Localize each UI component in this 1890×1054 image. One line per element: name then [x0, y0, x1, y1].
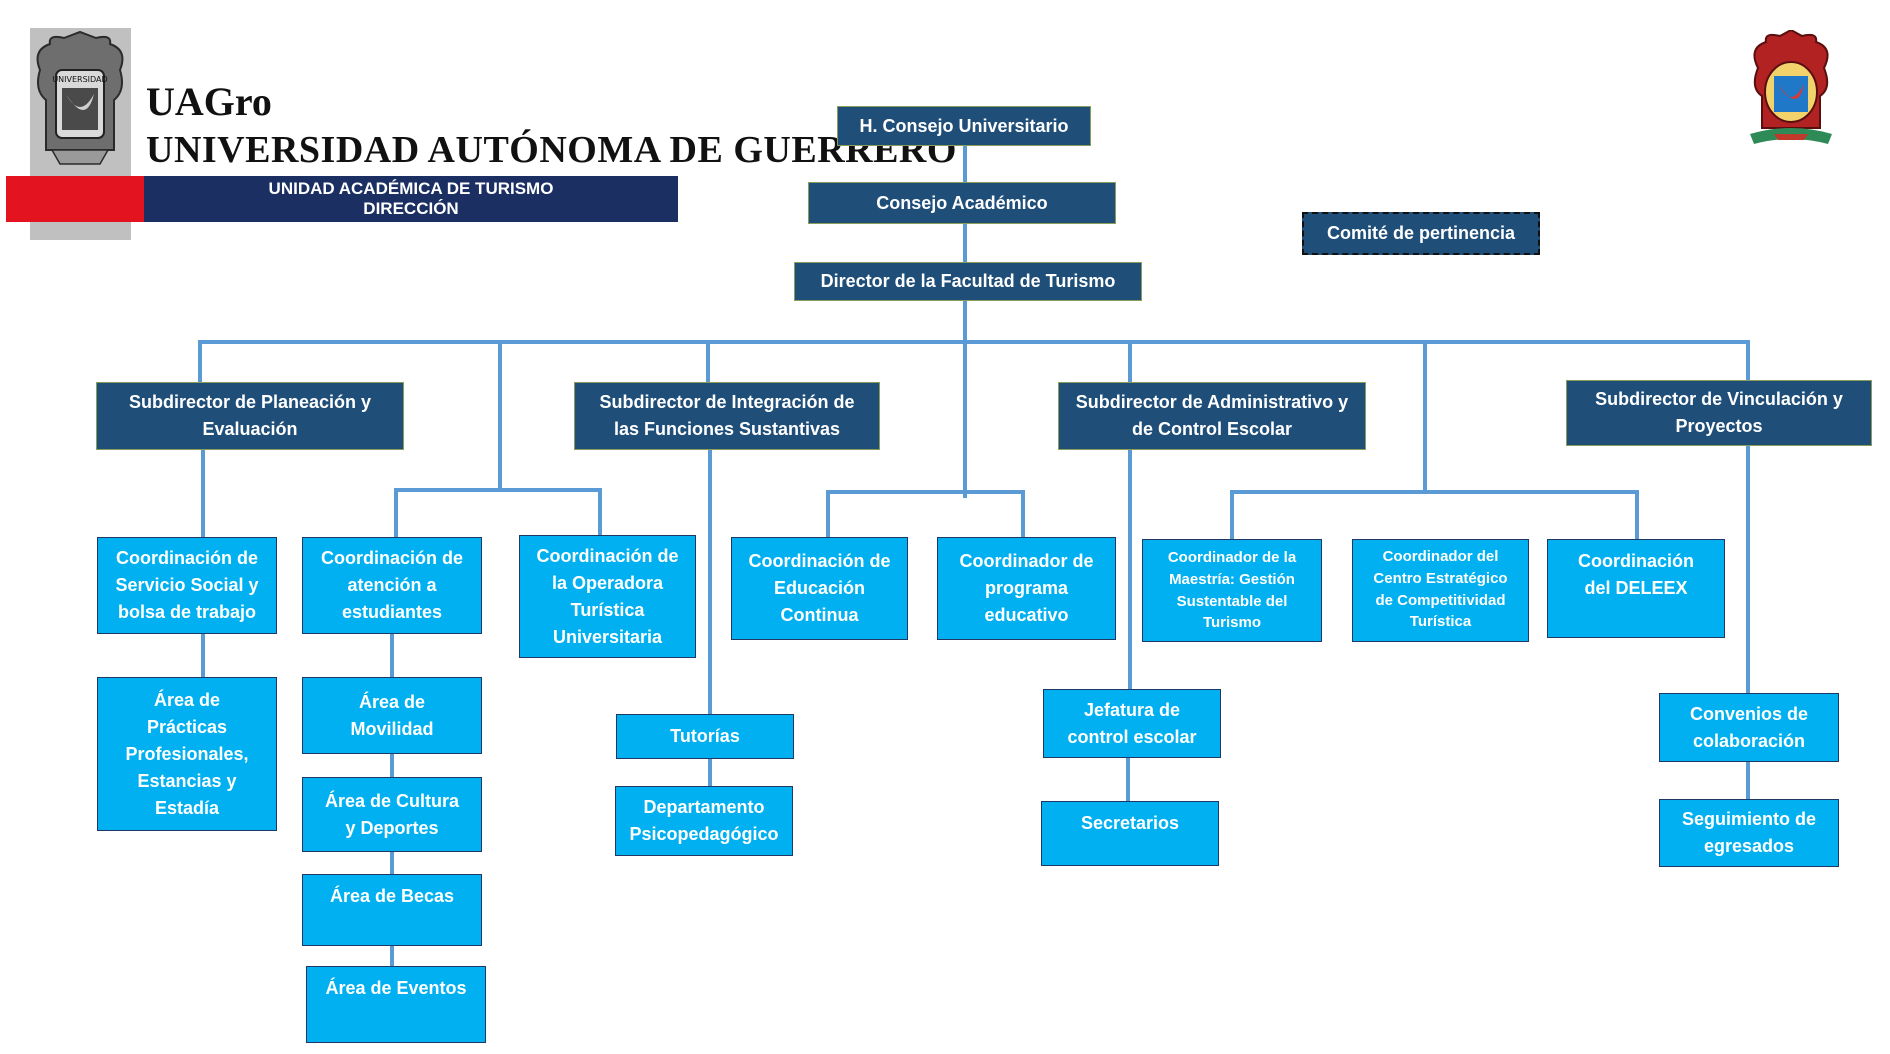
coord-atencion-box: Coordinación de atención a estudiantes: [302, 537, 482, 634]
area-tutorias-box: Tutorías: [616, 714, 794, 759]
comite-pertinencia-box: Comité de pertinencia: [1302, 212, 1540, 255]
subdirector-integracion-box: Subdirector de Integración de las Funcio…: [574, 382, 880, 450]
consejo-academico-box: Consejo Académico: [808, 182, 1116, 224]
coord-operadora-box: Coordinación de la Operadora Turística U…: [519, 535, 696, 658]
area-egresados-box: Seguimiento de egresados: [1659, 799, 1839, 867]
coord-deleex-box: Coordinación del DELEEX: [1547, 539, 1725, 638]
consejo-universitario-box: H. Consejo Universitario: [837, 106, 1091, 146]
unit-banner-line2: DIRECCIÓN: [363, 199, 459, 218]
university-seal-left: UNIVERSIDAD: [30, 30, 130, 170]
coord-centro-estrategico-box: Coordinador del Centro Estratégico de Co…: [1352, 539, 1529, 642]
subdirector-administrativo-box: Subdirector de Administrativo y de Contr…: [1058, 382, 1366, 450]
coord-educacion-continua-box: Coordinación de Educación Continua: [731, 537, 908, 640]
area-psicopedagogico-box: Departamento Psicopedagógico: [615, 786, 793, 856]
coord-programa-educativo-box: Coordinador de programa educativo: [937, 537, 1116, 640]
svg-text:UNIVERSIDAD: UNIVERSIDAD: [52, 75, 107, 84]
area-convenios-box: Convenios de colaboración: [1659, 693, 1839, 762]
university-seal-right: [1744, 28, 1838, 148]
area-practicas-box: Área de Prácticas Profesionales, Estanci…: [97, 677, 277, 831]
university-abbreviation: UAGro: [146, 79, 272, 124]
coord-maestria-box: Coordinador de la Maestría: Gestión Sust…: [1142, 539, 1322, 642]
coord-servicio-social-box: Coordinación de Servicio Social y bolsa …: [97, 537, 277, 634]
unit-banner-line1: UNIDAD ACADÉMICA DE TURISMO: [268, 179, 554, 199]
area-movilidad-box: Área de Movilidad: [302, 677, 482, 754]
subdirector-planeacion-box: Subdirector de Planeación y Evaluación: [96, 382, 404, 450]
subdirector-vinculacion-box: Subdirector de Vinculación y Proyectos: [1566, 380, 1872, 446]
area-cultura-box: Área de Cultura y Deportes: [302, 777, 482, 852]
area-eventos-box: Área de Eventos: [306, 966, 486, 1043]
director-box: Director de la Facultad de Turismo: [794, 262, 1142, 301]
area-secretarios-box: Secretarios: [1041, 801, 1219, 866]
university-name: UNIVERSIDAD AUTÓNOMA DE GUERRERO: [146, 129, 957, 171]
unit-banner: UNIDAD ACADÉMICA DE TURISMO DIRECCIÓN: [144, 176, 678, 222]
area-jefatura-box: Jefatura de control escolar: [1043, 689, 1221, 758]
red-stripe: [6, 176, 146, 222]
area-becas-box: Área de Becas: [302, 874, 482, 946]
